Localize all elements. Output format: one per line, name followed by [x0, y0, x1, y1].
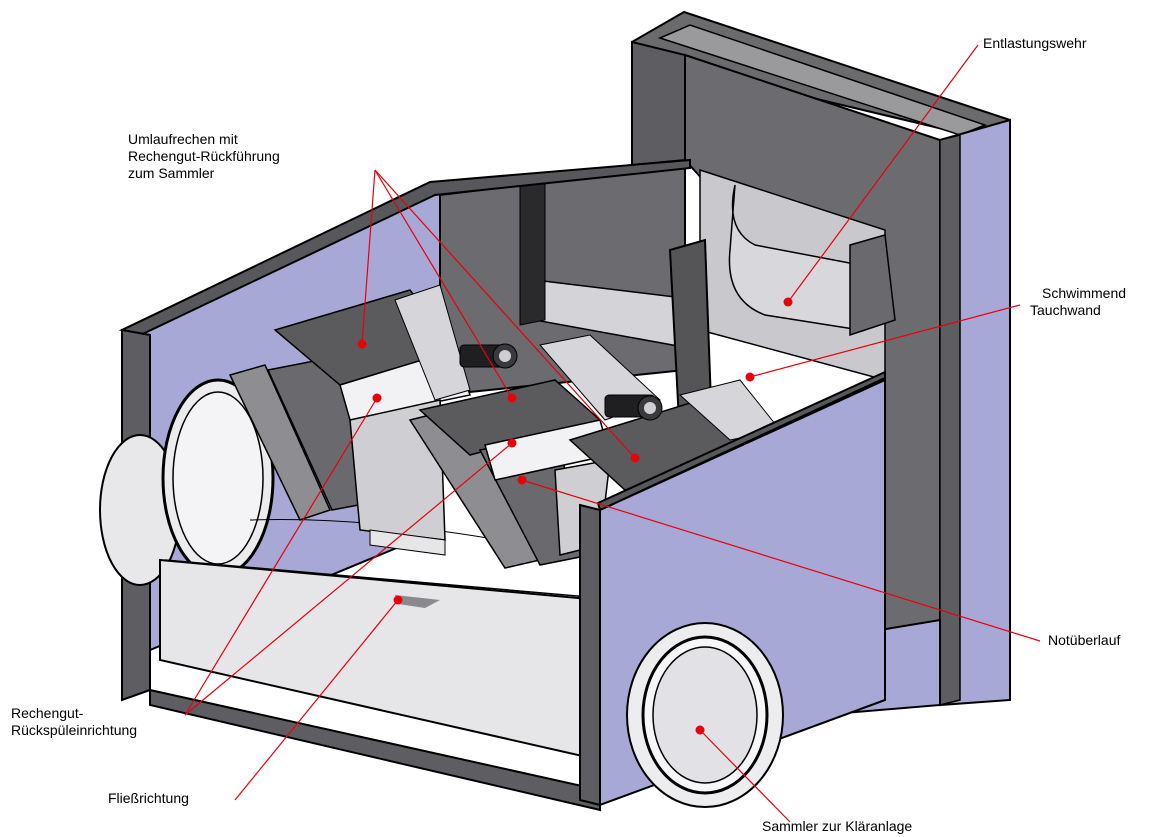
- leader-lines: [184, 44, 1041, 823]
- leader-sammler: [699, 729, 791, 823]
- leader-umlaufrechen-c: [374, 169, 636, 459]
- label-umlaufrechen-line3: zum Sammler: [128, 165, 215, 181]
- marker-umlaufrechen-c: [630, 453, 640, 463]
- label-schwimmende-line1: Schwimmend: [1042, 285, 1127, 301]
- marker-rueckspuel-b: [507, 438, 517, 448]
- leader-umlaufrechen-b: [374, 169, 513, 399]
- label-notueberlauf: Notüberlauf: [1048, 632, 1121, 648]
- marker-umlaufrechen-b: [507, 393, 517, 403]
- leader-entlastungswehr: [787, 44, 979, 303]
- marker-schwimmende: [745, 372, 755, 382]
- marker-notueberlauf: [517, 475, 527, 485]
- marker-sammler: [695, 725, 705, 735]
- marker-rueckspuel-a: [372, 393, 382, 403]
- inflow-pipe: [99, 378, 275, 586]
- marker-entlastungswehr: [783, 297, 793, 307]
- inner-back-wall: [439, 163, 896, 442]
- marker-fliessrichtung: [393, 595, 403, 605]
- label-schwimmende-line2: Tauchwand: [1030, 302, 1101, 318]
- leader-notueberlauf: [521, 479, 1041, 642]
- label-sammler: Sammler zur Kläranlage: [762, 818, 913, 834]
- marker-umlaufrechen-a: [357, 339, 367, 349]
- label-umlaufrechen-line2: Rechengut-Rückführung: [128, 148, 280, 164]
- leader-rueckspuel-a: [184, 397, 378, 716]
- channel-trough: [149, 519, 601, 812]
- leader-schwimmende: [749, 304, 1021, 378]
- leader-umlaufrechen-a: [361, 169, 376, 345]
- label-rueckspuel-line1: Rechengut-: [11, 705, 84, 721]
- outlet-pipe: [626, 622, 784, 808]
- drive-motors: [459, 343, 663, 421]
- label-entlastungswehr: Entlastungswehr: [983, 35, 1087, 51]
- leader-fliessrichtung: [234, 599, 399, 801]
- leader-rueckspuel-b: [184, 442, 513, 716]
- label-umlaufrechen-line1: Umlaufrechen mit: [128, 131, 238, 147]
- label-fliessrichtung: Fließrichtung: [108, 790, 189, 806]
- label-rueckspuel-line2: Rückspüleinrichtung: [11, 722, 138, 738]
